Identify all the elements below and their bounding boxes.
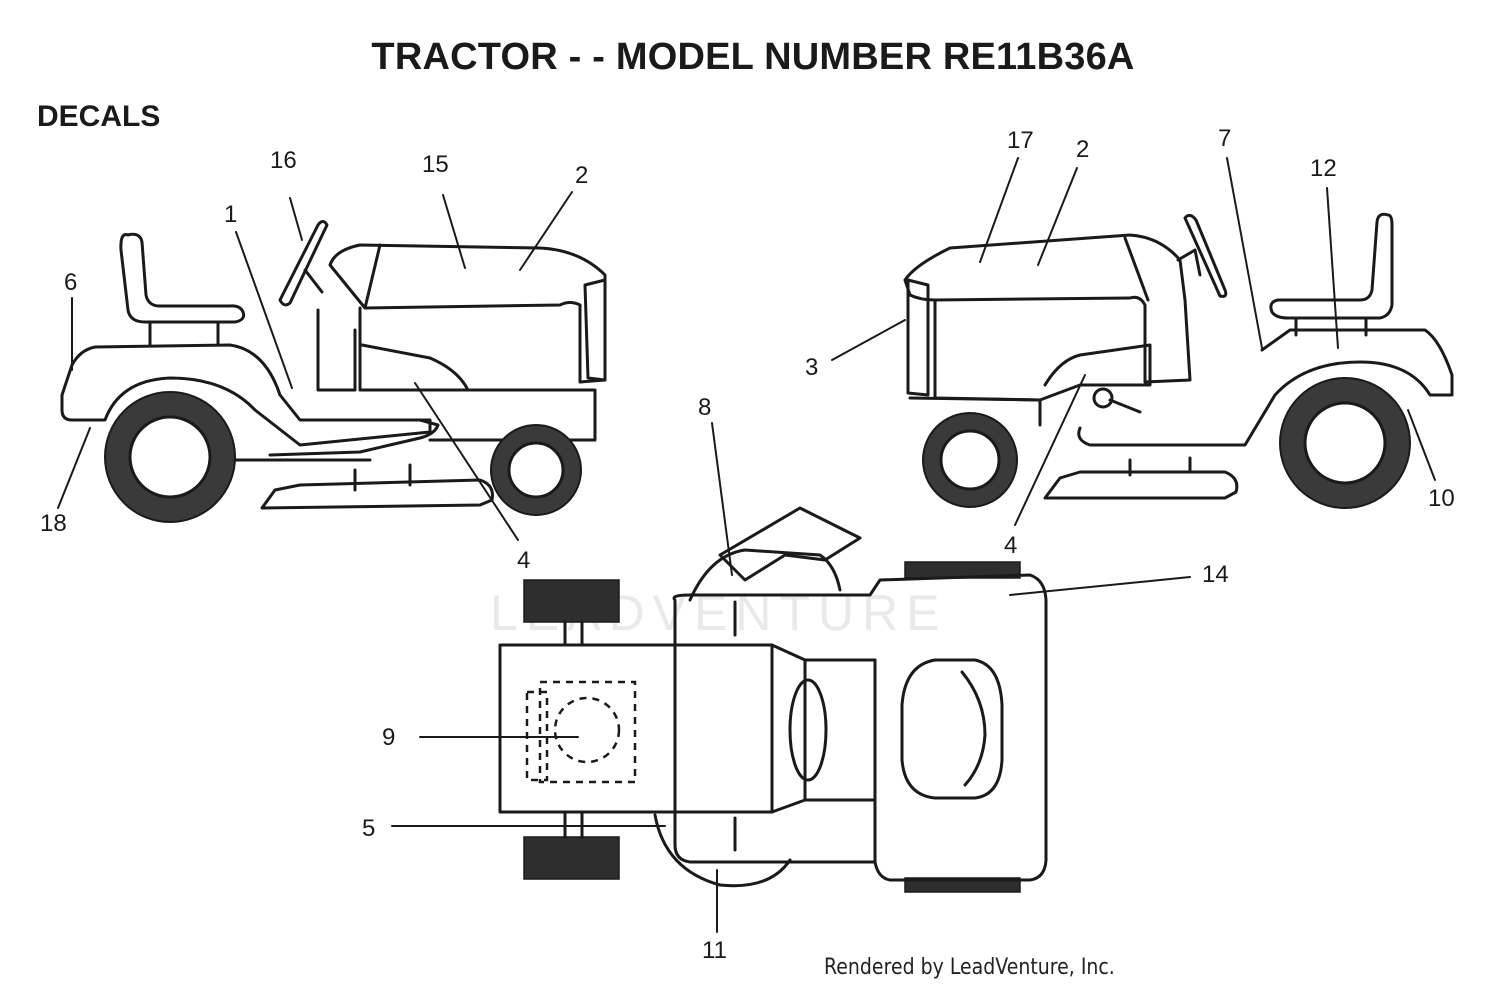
callout-6: 6 — [64, 269, 77, 296]
callout-15: 15 — [422, 151, 449, 178]
leader-lines — [57, 157, 1436, 933]
callout-17: 17 — [1007, 127, 1034, 154]
callout-11: 11 — [702, 937, 727, 964]
callout-2-right: 2 — [1076, 136, 1089, 163]
callout-8: 8 — [698, 394, 711, 421]
tractor-left-view — [60, 220, 607, 523]
section-title: DECALS — [37, 100, 161, 133]
callout-2-left: 2 — [575, 162, 588, 189]
callout-4-left: 4 — [517, 547, 530, 574]
page-title: TRACTOR - - MODEL NUMBER RE11B36A — [371, 36, 1135, 78]
callout-4-right: 4 — [1004, 532, 1017, 559]
footer-credit: Rendered by LeadVenture, Inc. — [824, 955, 1115, 980]
callout-10: 10 — [1428, 485, 1455, 512]
callout-14: 14 — [1202, 561, 1229, 588]
front-tire-bottom — [523, 836, 620, 880]
front-tire-top — [523, 579, 620, 623]
callout-5: 5 — [362, 815, 375, 842]
callout-7: 7 — [1218, 125, 1231, 152]
callout-3: 3 — [805, 354, 818, 381]
callouts: 1 2 2 3 4 4 5 6 7 8 9 10 11 12 14 15 16 … — [40, 125, 1455, 964]
tractor-right-view — [903, 212, 1454, 509]
callout-9: 9 — [382, 724, 395, 751]
callout-18: 18 — [40, 510, 67, 537]
callout-1: 1 — [224, 201, 237, 228]
callout-16: 16 — [270, 147, 297, 174]
callout-12: 12 — [1310, 155, 1337, 182]
tractor-top-view — [498, 506, 1048, 893]
